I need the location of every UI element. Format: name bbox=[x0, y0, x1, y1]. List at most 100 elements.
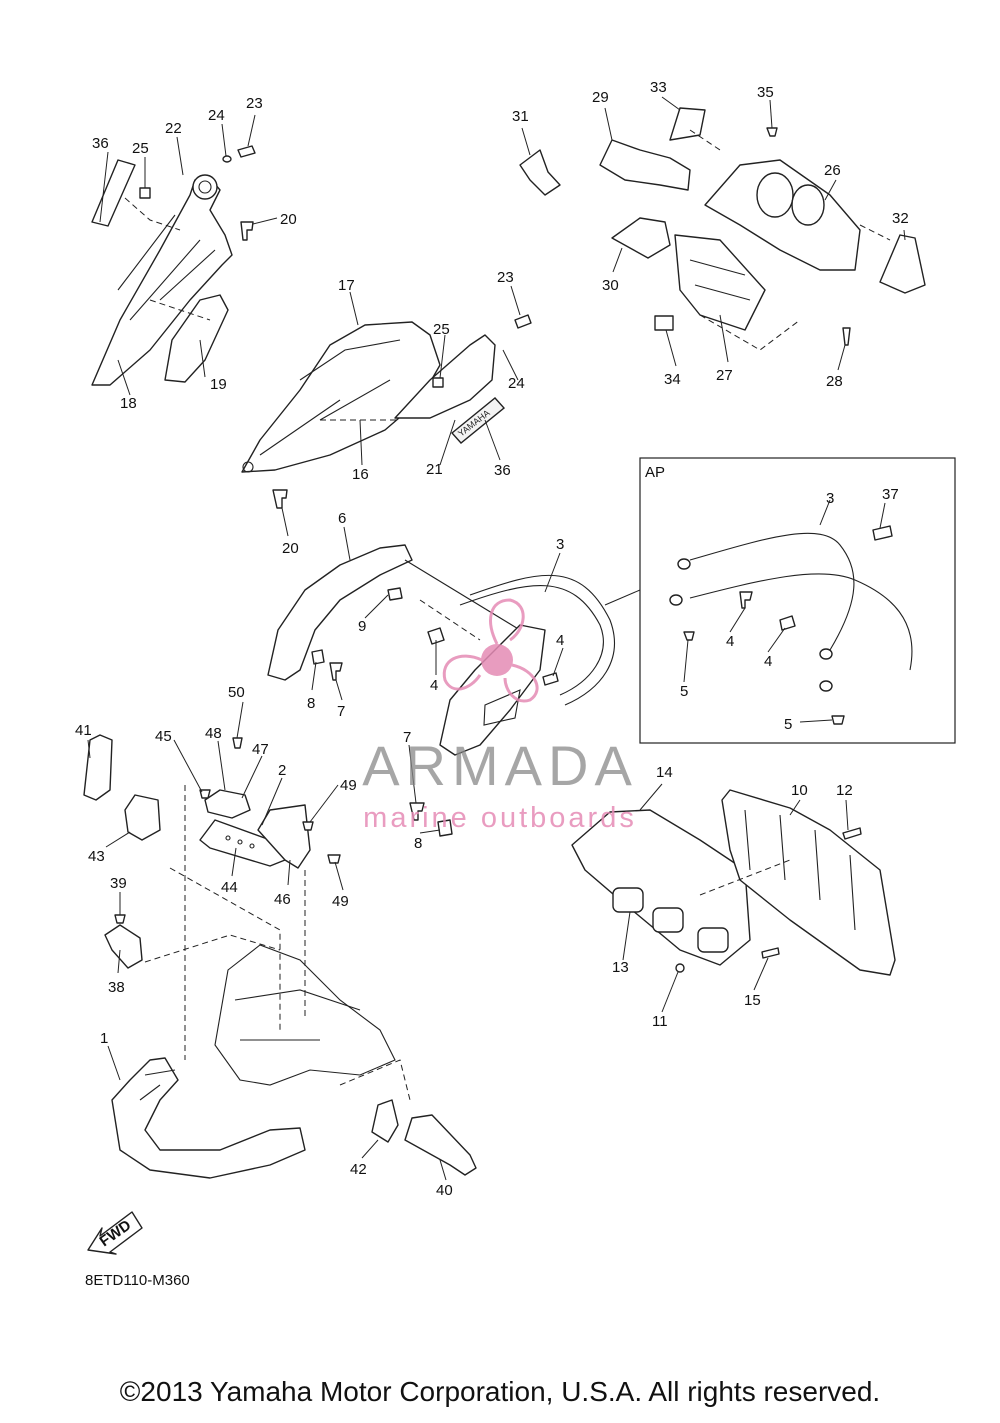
ap-inset bbox=[604, 457, 956, 744]
callout-40: 40 bbox=[436, 1182, 453, 1199]
callout-4a: 4 bbox=[556, 632, 564, 649]
callout-4d: 4 bbox=[764, 653, 772, 670]
callout-27: 27 bbox=[716, 367, 733, 384]
callout-21: 21 bbox=[426, 461, 443, 478]
callout-17: 17 bbox=[338, 277, 355, 294]
part-1-bumper bbox=[111, 1057, 306, 1179]
callout-24b: 24 bbox=[508, 375, 525, 392]
diagram-code: 8ETD110-M360 bbox=[85, 1272, 190, 1289]
part-15-rivet bbox=[761, 947, 780, 959]
callout-32: 32 bbox=[892, 210, 909, 227]
part-19-panel bbox=[164, 294, 229, 383]
part-31-cover bbox=[519, 149, 561, 196]
part-32-cover bbox=[879, 234, 926, 294]
callout-26: 26 bbox=[824, 162, 841, 179]
callout-2: 2 bbox=[278, 762, 286, 779]
part-23-bolt bbox=[237, 145, 256, 158]
callout-20: 20 bbox=[280, 211, 297, 228]
callout-45: 45 bbox=[155, 728, 172, 745]
part-20-bolt bbox=[240, 221, 254, 241]
callout-29: 29 bbox=[592, 89, 609, 106]
callout-3b: 3 bbox=[826, 490, 834, 507]
leader-lines bbox=[87, 96, 906, 1181]
callout-3: 3 bbox=[556, 536, 564, 553]
callout-43: 43 bbox=[88, 848, 105, 865]
part-28-rivet bbox=[842, 327, 851, 346]
part-23-bolt-mid bbox=[514, 314, 532, 329]
part-10-panel bbox=[721, 789, 896, 976]
callout-16: 16 bbox=[352, 466, 369, 483]
callout-7a: 7 bbox=[337, 703, 345, 720]
callout-5b: 5 bbox=[784, 716, 792, 733]
watermark-brand: ARMADA bbox=[362, 734, 638, 797]
callout-22: 22 bbox=[165, 120, 182, 137]
watermark-tagline: marine outboards bbox=[363, 802, 637, 834]
callout-41: 41 bbox=[75, 722, 92, 739]
part-36-sticker-top bbox=[91, 159, 136, 227]
callout-49b: 49 bbox=[332, 893, 349, 910]
part-47-bracket bbox=[204, 789, 251, 819]
callout-33: 33 bbox=[650, 79, 667, 96]
callout-15: 15 bbox=[744, 992, 761, 1009]
callout-25: 25 bbox=[132, 140, 149, 157]
part-16-17-cover bbox=[241, 321, 441, 473]
part-38-bracket bbox=[104, 924, 143, 969]
part-27-bracket bbox=[674, 234, 766, 331]
callout-50: 50 bbox=[228, 684, 245, 701]
part-33-cover bbox=[669, 107, 706, 141]
frame-chassis bbox=[214, 944, 396, 1086]
part-42-cover bbox=[371, 1099, 399, 1143]
callout-42: 42 bbox=[350, 1161, 367, 1178]
callout-8a: 8 bbox=[307, 695, 315, 712]
callout-13: 13 bbox=[612, 959, 629, 976]
callout-35: 35 bbox=[757, 84, 774, 101]
part-30-cover bbox=[611, 217, 671, 259]
part-20-bolt-mid bbox=[272, 489, 288, 509]
part-11-nut bbox=[675, 963, 685, 973]
copyright-notice: ©2013 Yamaha Motor Corporation, U.S.A. A… bbox=[119, 1376, 881, 1407]
callout-37: 37 bbox=[882, 486, 899, 503]
callout-23b: 23 bbox=[497, 269, 514, 286]
part-18-cover bbox=[91, 174, 233, 386]
callout-23: 23 bbox=[246, 95, 263, 112]
callout-36b: 36 bbox=[494, 462, 511, 479]
callout-24: 24 bbox=[208, 107, 225, 124]
callout-31: 31 bbox=[512, 108, 529, 125]
callout-47: 47 bbox=[252, 741, 269, 758]
callout-10: 10 bbox=[791, 782, 808, 799]
part-13-panel bbox=[571, 809, 751, 966]
callout-30: 30 bbox=[602, 277, 619, 294]
callout-19: 19 bbox=[210, 376, 227, 393]
callout-9: 9 bbox=[358, 618, 366, 635]
callout-4b: 4 bbox=[430, 677, 438, 694]
hardware-small bbox=[114, 587, 845, 924]
callout-28: 28 bbox=[826, 373, 843, 390]
part-46-bracket bbox=[257, 804, 311, 869]
callout-4c: 4 bbox=[726, 633, 734, 650]
callout-11: 11 bbox=[652, 1013, 668, 1030]
watermark-logo bbox=[442, 598, 539, 703]
callout-25b: 25 bbox=[433, 321, 450, 338]
part-29-cover bbox=[599, 139, 691, 191]
part-25-collar bbox=[139, 187, 151, 199]
part-21-cover bbox=[394, 334, 496, 419]
callout-18: 18 bbox=[120, 395, 137, 412]
callout-6: 6 bbox=[338, 510, 346, 527]
callout-34: 34 bbox=[664, 371, 681, 388]
callout-labels: 23 24 22 36 25 20 19 18 17 25 23 24 16 2… bbox=[75, 79, 909, 1199]
part-40-grip bbox=[404, 1114, 477, 1176]
part-26-housing bbox=[704, 159, 861, 271]
callout-7b: 7 bbox=[403, 729, 411, 746]
callout-5a: 5 bbox=[680, 683, 688, 700]
part-25-collar-mid bbox=[432, 377, 444, 388]
callout-49a: 49 bbox=[340, 777, 357, 794]
callout-12: 12 bbox=[836, 782, 853, 799]
callout-36: 36 bbox=[92, 135, 109, 152]
part-43-cover bbox=[124, 794, 161, 841]
callout-1: 1 bbox=[100, 1030, 108, 1047]
part-35-screw bbox=[766, 127, 778, 137]
fwd-arrow-icon: FWD bbox=[87, 1211, 143, 1255]
callout-20b: 20 bbox=[282, 540, 299, 557]
callout-38: 38 bbox=[108, 979, 125, 996]
